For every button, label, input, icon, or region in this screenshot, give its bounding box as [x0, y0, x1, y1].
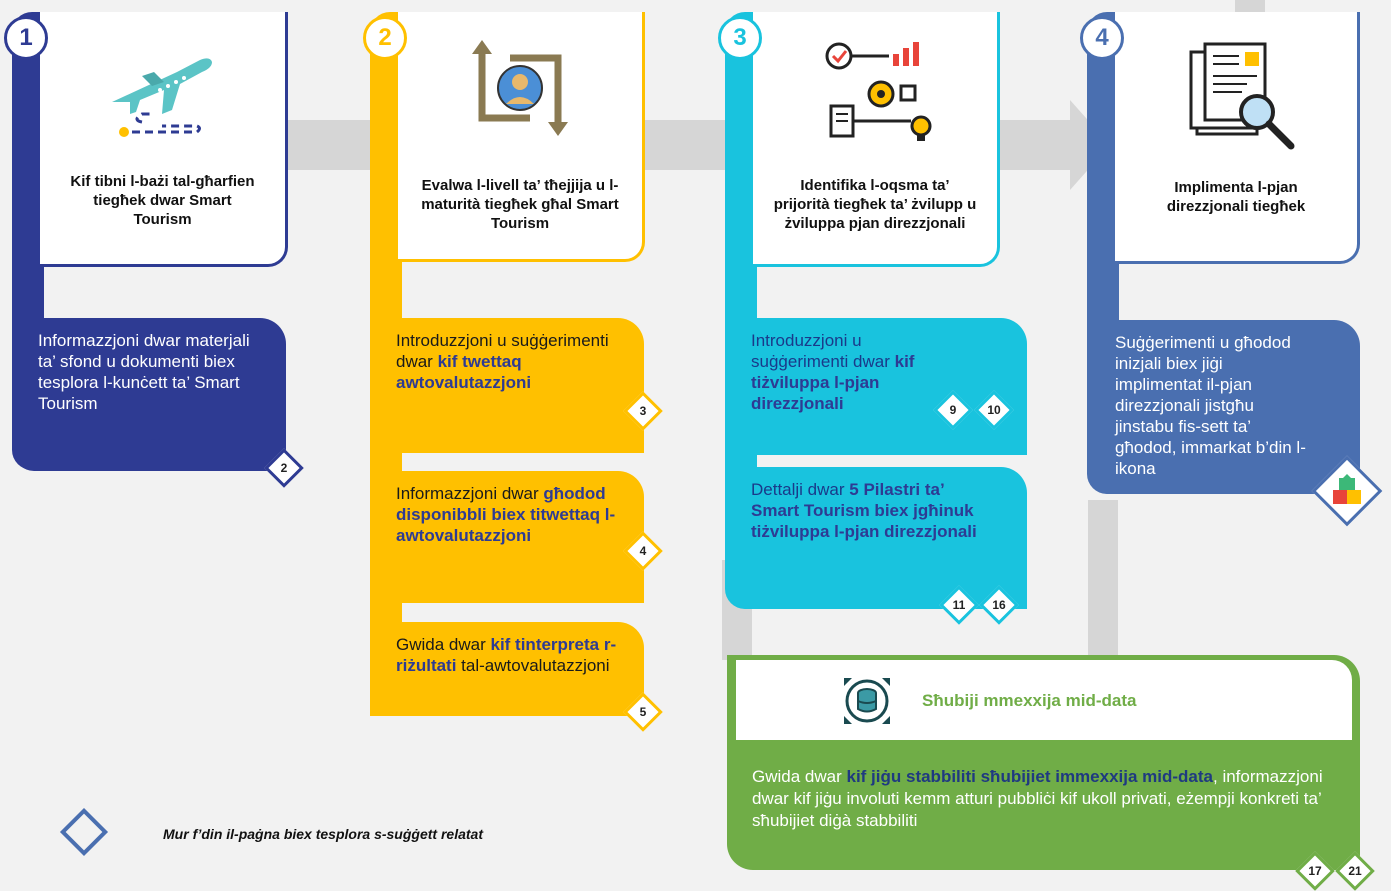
page-link-2-label: 2 [280, 461, 288, 475]
step3-info-box-2: Dettalji dwar 5 Pilastri ta’ Smart Touri… [727, 467, 1027, 609]
page-link-16-label: 16 [992, 598, 1006, 612]
step4-info-box: Suġġerimenti u għodod inizjali biex jiġi… [1089, 320, 1360, 494]
step3-card: Identifika l-oqsma ta’ prijorità tiegħek… [753, 12, 1000, 267]
airplane-icon [112, 58, 212, 137]
legend-text: Mur f’din il-paġna biex tesplora s-suġġe… [163, 826, 483, 842]
step2-info-box-1: Introduzzjoni u suġġerimenti dwar kif tw… [372, 318, 644, 453]
partnership-text: Gwida dwar kif jiġu stabbiliti sħubijiet… [752, 766, 1342, 832]
step4-title: Implimenta l-pjan direzzjonali tiegħek [1166, 179, 1306, 215]
step4-card: Implimenta l-pjan direzzjonali tiegħek [1115, 12, 1360, 264]
page-link-21-label: 21 [1348, 864, 1362, 878]
step2-box1-text: Introduzzjoni u suġġerimenti dwar [396, 331, 609, 371]
partnership-text-bold: kif jiġu stabbiliti sħubijiet immexxija … [846, 767, 1213, 786]
step1-info-box: Informazzjoni dwar materjali ta’ sfond u… [14, 318, 286, 471]
step2-info-box-2: Informazzjoni dwar għodod disponibbli bi… [372, 471, 644, 603]
step4-number: 4 [1080, 16, 1124, 60]
page-link-4-label: 4 [639, 544, 647, 558]
step3-box1-text: Introduzzjoni u suġġerimenti dwar [751, 331, 895, 371]
step2-box1-bold: kif twettaq awtovalutazzjoni [396, 352, 532, 392]
step2-box3-post: tal-awtovalutazzjoni [456, 656, 610, 675]
database-exchange-icon [844, 678, 890, 724]
step3-box2-bold: 5 Pilastri ta’ Smart Tourism biex jgħinu… [751, 480, 977, 541]
puzzle-icon [1333, 474, 1361, 504]
step2-box2-bold: għodod disponibbli biex titwettaq l-awto… [396, 484, 616, 545]
step1-info-text: Informazzjoni dwar materjali ta’ sfond u… [38, 331, 250, 413]
page-link-9-label: 9 [949, 403, 957, 417]
step2-number: 2 [363, 16, 407, 60]
page-link-17-label: 17 [1308, 864, 1322, 878]
step3-title: Identifika l-oqsma ta’ prijorità tiegħek… [773, 177, 977, 232]
step2-box2-text: Informazzjoni dwar [396, 484, 544, 503]
step1-number: 1 [4, 16, 48, 60]
process-gears-icon [825, 42, 932, 141]
background-bar-4 [1088, 500, 1118, 660]
document-search-icon [1189, 42, 1295, 150]
step2-title: Evalwa l-livell ta’ tħejjija u l-maturit… [421, 177, 619, 232]
step1-title: Kif tibni l-bażi tal-għarfien tiegħek dw… [70, 173, 255, 228]
step4-info-text: Suġġerimenti u għodod inizjali biex jiġi… [1115, 333, 1306, 478]
step3-info-box-1: Introduzzjoni u suġġerimenti dwar kif ti… [727, 318, 1027, 455]
step2-card: Evalwa l-livell ta’ tħejjija u l-maturit… [398, 12, 645, 262]
partnership-title: Sħubiji mmexxija mid-data [922, 691, 1137, 710]
person-cycle-icon [472, 40, 568, 136]
diamond-icon [59, 807, 109, 857]
step2-info-box-3: Gwida dwar kif tinterpreta r-riżultati t… [372, 622, 644, 716]
partnership-header: Sħubiji mmexxija mid-data [736, 660, 1352, 740]
step3-number: 3 [718, 16, 762, 60]
step3-box1-bold: kif tiżviluppa l-pjan direzzjonali [751, 352, 915, 413]
background-bar-top [1235, 0, 1265, 14]
page-link-10-label: 10 [987, 403, 1001, 417]
step1-card: Kif tibni l-bażi tal-għarfien tiegħek dw… [40, 12, 288, 267]
page-link-11-label: 11 [952, 598, 966, 612]
step2-box3-bold: kif tinterpreta r-riżultati [396, 635, 617, 675]
page-link-5-label: 5 [639, 705, 647, 719]
step3-box2-text: Dettalji dwar [751, 480, 850, 499]
step2-box3-text: Gwida dwar [396, 635, 491, 654]
partnership-text-pre: Gwida dwar [752, 767, 847, 786]
partnership-text-post: , informazzjoni dwar kif jiġu involuti k… [752, 767, 1323, 830]
page-link-3-label: 3 [639, 404, 647, 418]
